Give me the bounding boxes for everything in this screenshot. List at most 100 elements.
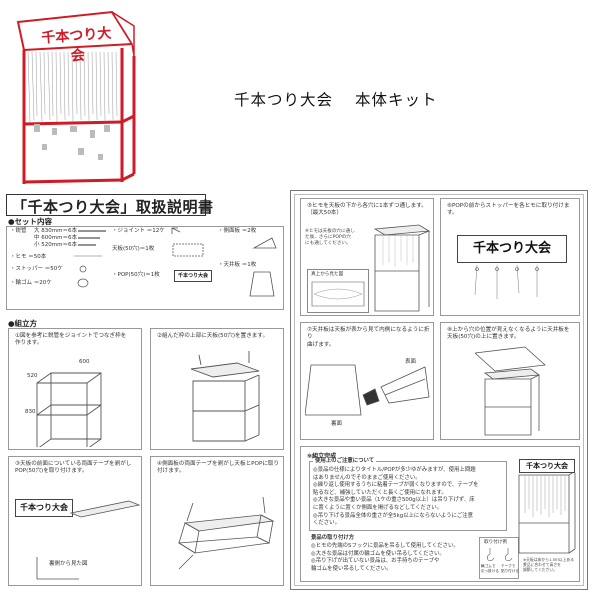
page-title: 千本つり大会 本体キット: [234, 88, 438, 110]
top-view-label: 真上から見た図: [311, 272, 344, 277]
frame-pipe-label: ・鋭管: [10, 228, 27, 234]
step-7-caption: ⑦天井板は天板が表から見て内側になるように折り 曲げます。: [307, 327, 433, 349]
howto-title: 景品の取り付け方: [311, 535, 355, 541]
step-5-line-2: （最大50本）: [307, 210, 343, 217]
step-5-note-3: にも通してください。: [305, 241, 351, 246]
instructions-frame: [290, 190, 588, 590]
step-7-front-label: 表面: [405, 359, 417, 365]
instructions-inner-frame: [294, 194, 584, 586]
step-3-line-1: ③天板の前面についている両面テープを剥がし: [15, 461, 132, 467]
step-1-caption: ①図を参考に鋭管をジョイントでつなぎ枠を 作ります。: [15, 333, 126, 348]
step-6-caption: ⑥POPの前からストッパーを各ヒモに取り付けます。: [447, 203, 579, 218]
rubber-band-count: ・輪ゴム ＝20ケ: [10, 280, 52, 286]
step-2-panel: ②組んだ枠の上部に天板(50穴)を置きます。: [150, 328, 284, 450]
step-8-caption: ⑧上から穴の位置が見えなくなるように天井板を 天板(50穴)の上に置きます。: [447, 327, 569, 342]
step-1-line-2: 作ります。: [15, 340, 43, 347]
step-9-title: ⑨組立完成: [307, 453, 337, 460]
step-4-line-1: ④側面板の両面テープを剥がし天板とPOPに取り: [157, 461, 280, 467]
ceiling-board-icon: [249, 271, 275, 297]
top-board-icon: [172, 242, 206, 258]
caution-text: ◎景品の仕様によりタイトル/POPが多少ゆがみますが、使用上問題 はありませんの…: [313, 467, 479, 528]
step-2-line-1: ②組んだ枠の上部に天板(50穴)を置きます。: [157, 333, 269, 339]
top-view-box: 真上から見た図: [307, 269, 369, 313]
ceiling-board-count: ・天井板 ＝1枚: [218, 262, 257, 268]
step-5-caption: ⑤ヒモを天板の下から各穴に1本ずつ通します。 （最大50本）: [307, 203, 427, 218]
dim-height: 830: [25, 409, 36, 415]
step-3-line-2: POP(50穴)を取り付けます。: [15, 468, 88, 475]
complete-pop-sign: 千本つり大会: [519, 459, 575, 473]
step-6-pop-sign: 千本つり大会: [457, 235, 567, 263]
product-illustration: 千本つり大会: [12, 4, 142, 190]
step-7-panel: ⑦天井板は天板が表から見て内側になるように折り 曲げます。 表面 裏面: [300, 322, 434, 440]
step-5-note: ※ヒモは天板の穴に通し た後、さらにPOPの穴 にも通してください。: [305, 229, 355, 247]
step-8-panel: ⑧上から穴の位置が見えなくなるように天井板を 天板(50穴)の上に置きます。: [440, 322, 580, 440]
caution-box: [309, 461, 507, 531]
step-5-frame-drawing: [373, 224, 431, 315]
frame-pipe-medium: 中 600mm＝6本: [34, 235, 77, 241]
fitting-title: 取り付け例: [484, 540, 507, 545]
frame-pipe-small: 小 520mm＝6本: [34, 242, 77, 248]
step-4-caption: ④側面板の両面テープを剥がし天板とPOPに取り 付けます。: [157, 461, 279, 476]
step-5-panel: ⑤ヒモを天板の下から各穴に1本ずつ通します。 （最大50本） ※ヒモは天板の穴に…: [300, 198, 434, 316]
caution-line-1: ◎景品の仕様によりタイトル/POPが多少ゆがみますが、使用上問題: [313, 467, 476, 473]
manual-title-frame: [6, 194, 206, 216]
side-board-count: ・側面板 ＝2枚: [218, 228, 257, 234]
title-main: 千本つり大会: [234, 91, 334, 109]
step-4-drawing: [177, 491, 275, 581]
fitting-label-tape: テープで 貼り付ける: [501, 564, 519, 573]
caution-line-6: に置くように置くか側面を掲げるなどしてください。: [313, 504, 443, 511]
joint-icon: [170, 226, 184, 236]
step-2-caption: ②組んだ枠の上部に天板(50穴)を置きます。: [157, 333, 268, 340]
howto-line-1: ◎ヒモの先端のSフックに景品を吊るして使用してください。: [311, 543, 459, 549]
step-6-line-1: ⑥POPの前からストッパーを各ヒモに取り付けます。: [447, 203, 570, 217]
step-1-frame-drawing: [27, 357, 137, 447]
step-9-panel: ⑨組立完成 使用上のご注意について ◎景品の仕様によりタイトル/POPが多少ゆが…: [300, 446, 580, 582]
step-8-line-1: ⑧上から穴の位置が見えなくなるように天井板を: [447, 327, 570, 333]
step-3-panel: ③天板の前面についている両面テープを剥がし POP(50穴)を取り付けます。 千…: [8, 456, 142, 586]
pop-part-sign: 千本つり大会: [174, 270, 212, 282]
step-8-line-2: 天板(50穴)の上に置きます。: [447, 334, 520, 341]
step-7-back-label: 裏面: [331, 421, 343, 427]
side-board-icon: [252, 237, 277, 249]
step-8-drawing: [475, 346, 546, 439]
caution-line-5: ◎大きな景品や重い景品（1ケの重さ500g以上）は吊り下げず、床: [313, 497, 475, 504]
dim-width: 600: [79, 359, 90, 365]
dim-depth: 520: [27, 373, 38, 379]
caution-title: 使用上のご注意について: [313, 458, 377, 466]
stopper-count: ・ストッパー ＝50ケ: [10, 266, 63, 272]
fitting-label-tape-2: 貼り付ける: [501, 568, 519, 573]
step-6-strings: [457, 265, 539, 305]
step-7-line-1: ⑦天井板は天板が表から見て内側になるように折り: [307, 327, 430, 341]
step-1-panel: ①図を参考に鋭管をジョイントでつなぎ枠を 作ります。 600 520 830: [8, 328, 142, 450]
parts-list-box: [6, 226, 284, 310]
step-4-line-2: 付けます。: [157, 468, 185, 475]
rubber-band-icon: [77, 278, 89, 288]
step-4-panel: ④側面板の両面テープを剥がし天板とPOPに取り 付けます。: [150, 456, 284, 586]
fitting-label-rubber: 輪ゴムで 引っ掛ける: [481, 564, 499, 573]
howto-line-4: 輪ゴムを使い吊るしてください。: [311, 565, 392, 572]
fitting-label-tape-1: テープで: [501, 564, 516, 568]
howto-line-2: ◎大きな景品は付属の輪ゴムを使い吊るしてください。: [311, 550, 445, 557]
frame-pipe-large: 大 830mm＝6本: [34, 228, 77, 234]
complete-note: ※天板は床から1.5ｍ以上ある 景品に合わせて高さを 調節してください。: [523, 557, 574, 572]
string-count: ・ヒモ ＝50本: [10, 254, 47, 260]
pipe-icons: [78, 228, 108, 248]
step-6-panel: ⑥POPの前からストッパーを各ヒモに取り付けます。 千本つり大会: [440, 198, 580, 316]
complete-note-2: 景品に合わせて高さを: [523, 562, 561, 567]
caution-line-3: ◎繰り返し使用するうちに粘着テープが弱くなりますので、テープを: [313, 482, 479, 489]
step-2-drawing: [190, 347, 279, 447]
stopper-icon: [79, 265, 87, 273]
step-5-note-2: た後、さらにPOPの穴: [305, 235, 351, 240]
step-3-pop-sign: 千本つり大会: [15, 499, 73, 517]
step-7-line-2: 曲げます。: [307, 341, 335, 348]
step-7-drawing: [305, 364, 430, 416]
string-icon: [74, 252, 104, 260]
fitting-label-rubber-2: 引っ掛ける: [481, 568, 499, 573]
caution-line-2: はありませんのでそのままご使用ください。: [313, 474, 421, 481]
step-1-line-1: ①図を参考に鋭管をジョイントでつなぎ枠を: [15, 333, 127, 339]
manual-title: 「千本つり大会」取扱説明書: [12, 198, 214, 216]
complete-note-1: ※天板は床から1.5ｍ以上ある: [523, 557, 574, 562]
title-sub: 本体キット: [355, 91, 438, 109]
step-3-back-view: [33, 553, 83, 583]
top-board-count: 天板(50穴)＝1枚: [112, 246, 155, 252]
